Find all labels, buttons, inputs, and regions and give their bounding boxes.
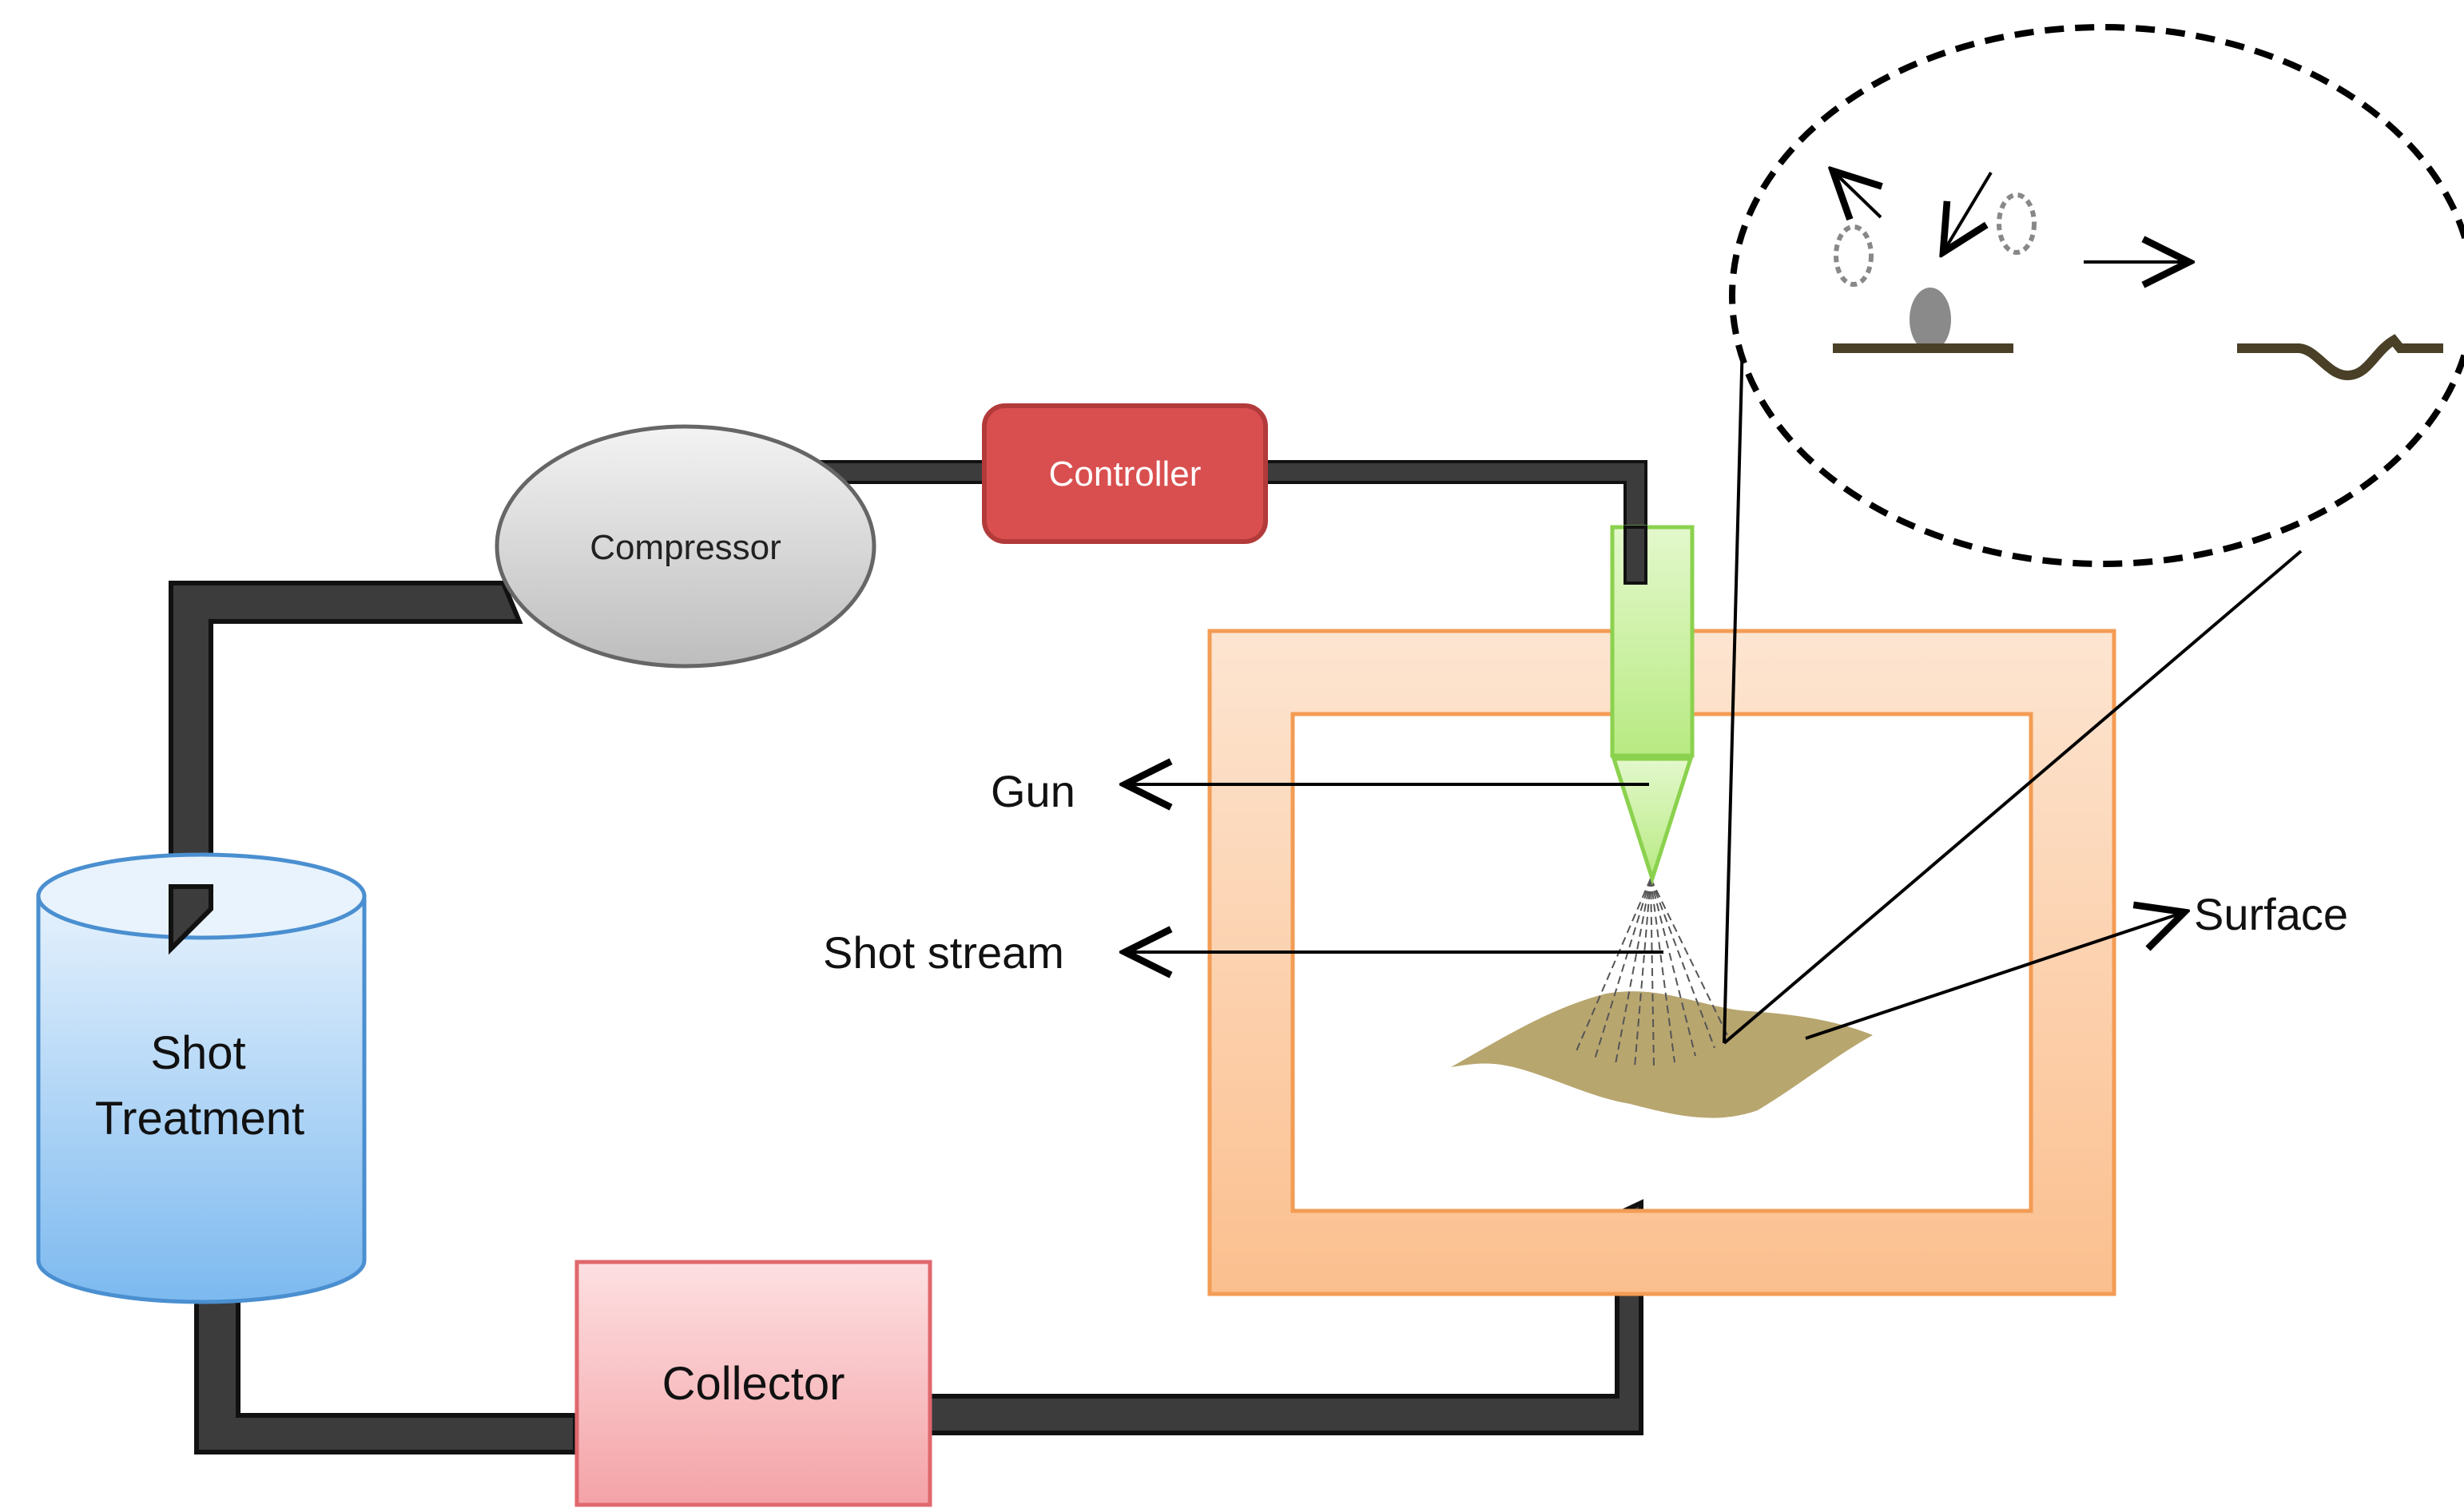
gun-label: Gun <box>991 766 1075 816</box>
dented-surface-line <box>2237 334 2443 381</box>
pipe-gun-inlet <box>1623 526 1647 585</box>
callouts <box>1125 784 2184 1040</box>
collector: Collector <box>574 1260 932 1507</box>
pipe-tank-inlet <box>169 884 213 955</box>
compressor-label: Compressor <box>590 528 781 567</box>
rebound-arrow <box>1833 171 1881 217</box>
pipe-tank-to-collector <box>194 1274 578 1454</box>
shot-stream-label: Shot stream <box>823 927 1064 978</box>
surface-label: Surface <box>2194 889 2348 939</box>
zoom-leader-lines <box>1723 309 2303 1045</box>
peening-chamber <box>1207 629 2116 1296</box>
compressor: Compressor <box>495 424 876 669</box>
shot-treatment-label-line1: Shot <box>150 1027 245 1079</box>
controller: Controller <box>982 403 1268 544</box>
shot-on-surface <box>1910 288 1951 351</box>
shot-treatment-label-line2: Treatment <box>95 1093 304 1145</box>
controller-label: Controller <box>1049 454 1202 494</box>
collector-label: Collector <box>662 1358 845 1410</box>
pipe-controller-to-gun <box>1245 460 1647 583</box>
surface-pointer-arrow <box>1805 912 2184 1040</box>
surface-workpiece <box>1451 991 1873 1118</box>
impact-detail <box>1833 171 2443 381</box>
rebound-shot-outline <box>1834 224 1874 287</box>
incoming-shot-outline <box>1997 192 2037 255</box>
incoming-arrow <box>1943 171 1993 252</box>
shot-stream <box>1575 878 1728 1068</box>
zoom-detail-ellipse <box>1729 24 2464 567</box>
